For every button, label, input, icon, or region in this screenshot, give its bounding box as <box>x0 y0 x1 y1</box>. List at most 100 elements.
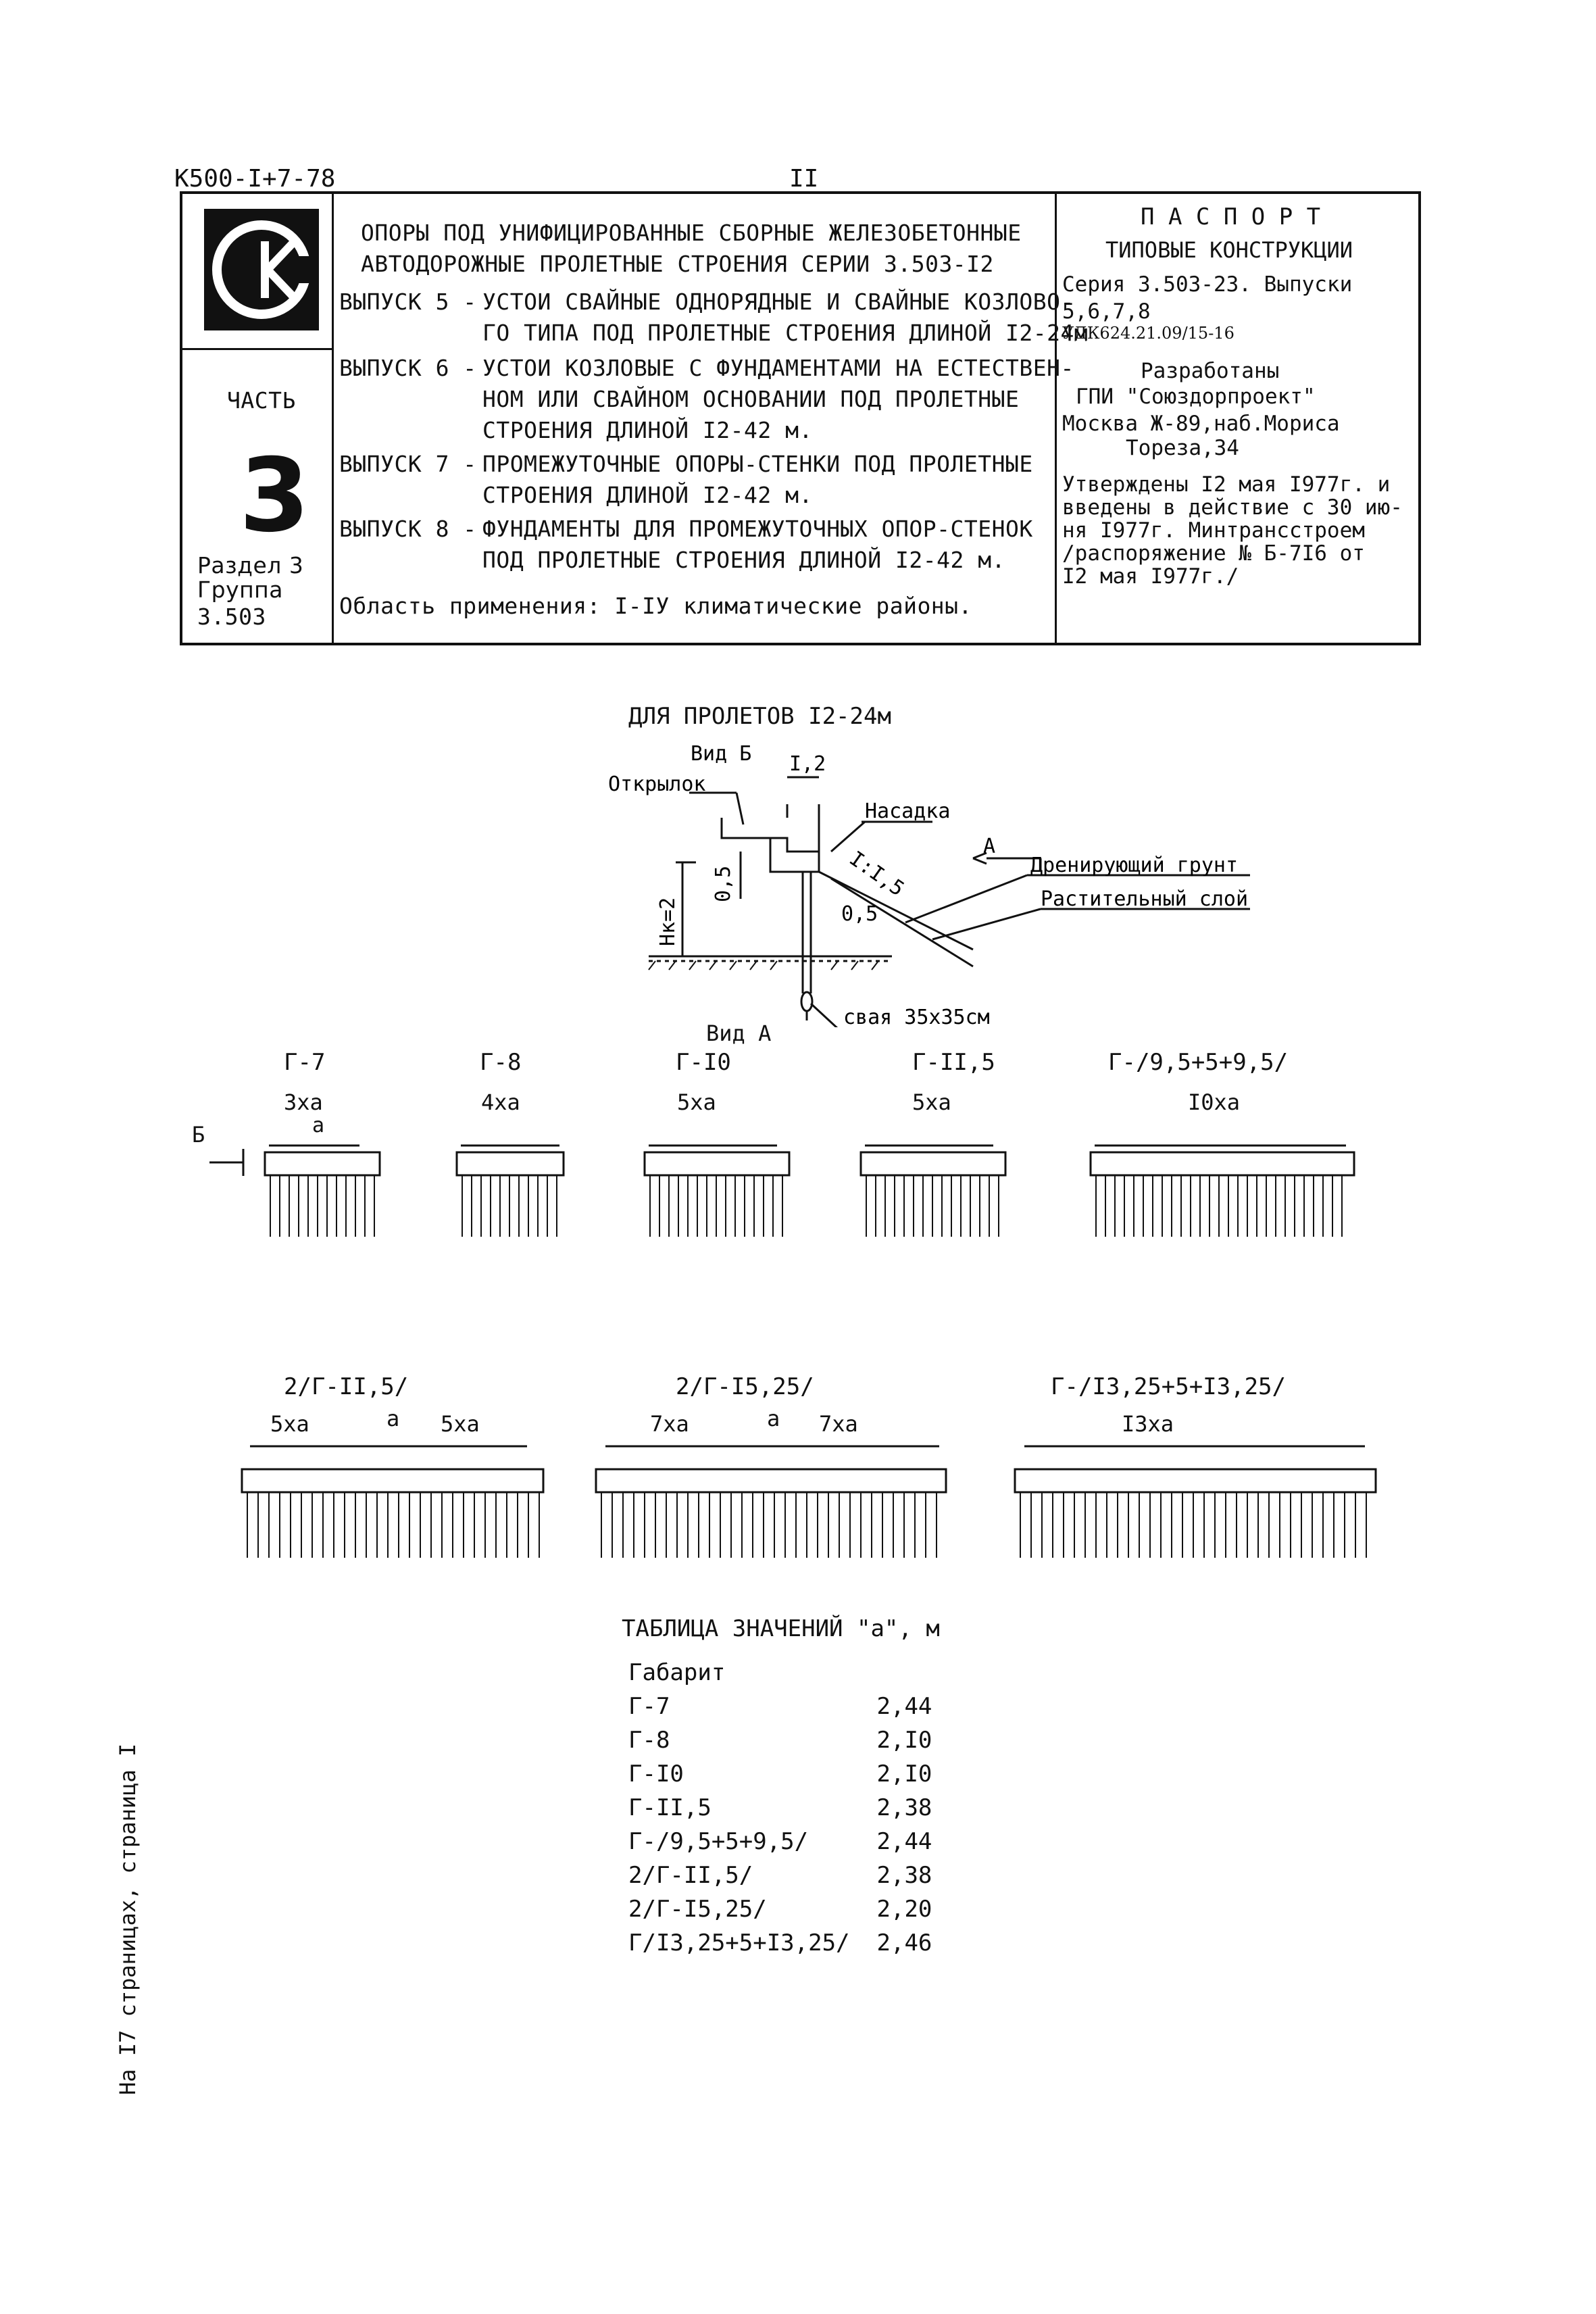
table-cell-gabarit: 2/Г-II,5/ <box>628 1862 753 1889</box>
gabarit-g7-sub: а <box>312 1114 325 1137</box>
sk-logo-icon <box>204 209 319 330</box>
issue-6-line-1: УСТОИ КОЗЛОВЫЕ С ФУНДАМЕНТАМИ НА ЕСТЕСТВ… <box>482 355 1074 381</box>
table-row: Г-8 2,I0 <box>628 1723 932 1757</box>
marker-b: Б <box>192 1122 205 1148</box>
issue-8-line-2: ПОД ПРОЛЕТНЫЕ СТРОЕНИЯ ДЛИНОЙ I2-42 м. <box>482 547 1005 573</box>
table-cell-value: 2,38 <box>876 1794 932 1821</box>
approved-line-2: введены в действие с 30 ию- <box>1062 495 1403 520</box>
group-label: Группа <box>197 576 283 603</box>
table-cell-value: 2,I0 <box>876 1727 932 1754</box>
gabarit-g7-dim: 3ха <box>284 1089 323 1115</box>
table-cell-gabarit: Г-7 <box>628 1693 670 1720</box>
row2-pile-drawings <box>241 1445 1377 1558</box>
span-heading: ДЛЯ ПРОЛЕТОВ I2-24м <box>628 703 891 730</box>
wing-label: Открылок <box>608 772 706 796</box>
table-cell-gabarit: Г/I3,25+5+I3,25/ <box>628 1929 850 1956</box>
title-line-1: ОПОРЫ ПОД УНИФИЦИРОВАННЫЕ СБОРНЫЕ ЖЕЛЕЗО… <box>361 220 1022 246</box>
dim-05-horizontal: 0,5 <box>841 902 878 926</box>
divider-left <box>332 194 334 643</box>
gabarit-2g15-25-left: 7ха <box>650 1411 689 1437</box>
gabarit-g9-5-dim: I0ха <box>1188 1089 1241 1115</box>
gabarit-2g11-5-name: 2/Г-II,5/ <box>284 1373 409 1400</box>
gabarit-g11-5-name: Г-II,5 <box>912 1049 995 1076</box>
table-cell-value: 2,44 <box>876 1693 932 1720</box>
part-label: ЧАСТЬ <box>227 387 296 414</box>
table-row: Г-I0 2,I0 <box>628 1757 932 1791</box>
address-line-2: Тореза,34 <box>1126 436 1239 460</box>
section-view-drawing: Вид Б I,2 Открылок Насадка I:I,5 А Дрени… <box>608 742 1250 1027</box>
table-cell-value: 2,38 <box>876 1862 932 1889</box>
side-page-note: На I7 страницах, страница I <box>115 1743 141 2095</box>
table-row: Г-/9,5+5+9,5/2,44 <box>628 1825 932 1858</box>
issue-6-line-2: НОМ ИЛИ СВАЙНОМ ОСНОВАНИИ ПОД ПРОЛЕТНЫЕ <box>482 386 1020 412</box>
hk-label: Нк=2 <box>656 897 680 946</box>
series-line-2: 5,6,7,8 <box>1062 299 1151 324</box>
cap-outline <box>720 818 820 873</box>
issue-7-line-2: СТРОЕНИЯ ДЛИНОЙ I2-42 м. <box>482 482 813 508</box>
gabarit-2g11-5-mid: а <box>386 1406 400 1431</box>
table-cell-value: 2,I0 <box>876 1761 932 1788</box>
gabarit-2g15-25-right: 7ха <box>819 1411 858 1437</box>
table-row: Г-7 2,44 <box>628 1690 932 1723</box>
divider-logo <box>182 348 332 350</box>
gabarit-2g11-5-left: 5ха <box>270 1411 309 1437</box>
gabarit-g10-name: Г-I0 <box>676 1049 731 1076</box>
table-row: 2/Г-II,5/2,38 <box>628 1858 932 1892</box>
drain-label: Дренирующий грунт <box>1030 854 1238 877</box>
issue-6-label: ВЫПУСК 6 - <box>339 355 477 381</box>
table-cell-gabarit: Г-/9,5+5+9,5/ <box>628 1828 809 1855</box>
issue-8-line-1: ФУНДАМЕНТЫ ДЛЯ ПРОМЕЖУТОЧНЫХ ОПОР-СТЕНОК <box>482 516 1033 542</box>
issue-7-line-1: ПРОМЕЖУТОЧНЫЕ ОПОРЫ-СТЕНКИ ПОД ПРОЛЕТНЫЕ <box>482 451 1033 477</box>
document-code: К500-I+7-78 <box>174 165 336 193</box>
table-row: Г/I3,25+5+I3,25/2,46 <box>628 1926 932 1960</box>
pile-label: свая 35х35см <box>843 1006 990 1027</box>
divider-right <box>1055 194 1057 643</box>
table-cell-gabarit: Г-8 <box>628 1727 670 1754</box>
cap-label: Насадка <box>865 799 950 823</box>
gabarit-g8-name: Г-8 <box>480 1049 522 1076</box>
passport-title: П А С П О Р Т <box>1141 203 1321 230</box>
part-number: 3 <box>239 437 310 555</box>
title-line-2: АВТОДОРОЖНЫЕ ПРОЛЕТНЫЕ СТРОЕНИЯ СЕРИИ 3.… <box>361 251 994 277</box>
section-label: Раздел 3 <box>197 552 304 578</box>
table-cell-gabarit: 2/Г-I5,25/ <box>628 1896 767 1923</box>
series-line-1: Серия 3.503-23. Выпуски <box>1062 272 1353 297</box>
table-title: ТАБЛИЦА ЗНАЧЕНИЙ "а", м <box>622 1615 940 1642</box>
gabarit-2g15-25-name: 2/Г-I5,25/ <box>676 1373 814 1400</box>
issue-7-label: ВЫПУСК 7 - <box>339 451 477 477</box>
developed-label: Разработаны <box>1141 359 1280 383</box>
table-cell-gabarit: Г-I0 <box>628 1761 684 1788</box>
table-cell-value: 2,20 <box>876 1896 932 1923</box>
passport-subtitle: ТИПОВЫЕ КОНСТРУКЦИИ <box>1105 237 1353 263</box>
view-b-label: Вид Б <box>691 742 751 766</box>
passport-frame: ЧАСТЬ 3 Раздел 3 Группа 3.503 ОПОРЫ ПОД … <box>180 191 1421 645</box>
table-column-header: Габарит <box>628 1659 726 1686</box>
page-number: II <box>789 165 819 193</box>
gabarit-g11-5-dim: 5ха <box>912 1089 951 1115</box>
issue-6-line-3: СТРОЕНИЯ ДЛИНОЙ I2-42 м. <box>482 417 813 443</box>
gabarit-g9-5-name: Г-/9,5+5+9,5/ <box>1108 1049 1289 1076</box>
udk-code: УДК624.21.09/15-16 <box>1062 324 1235 343</box>
gabarit-g7-name: Г-7 <box>284 1049 326 1076</box>
approved-line-5: I2 мая I977г./ <box>1062 564 1239 589</box>
approved-line-3: ня I977г. Минтрансстроем <box>1062 518 1365 543</box>
gabarit-2g11-5-right: 5ха <box>441 1411 480 1437</box>
dim-top: I,2 <box>789 752 826 776</box>
arrow-a-label: А <box>983 835 995 858</box>
issue-5-line-1: УСТОИ СВАЙНЫЕ ОДНОРЯДНЫЕ И СВАЙНЫЕ КОЗЛО… <box>482 289 1074 315</box>
address-line-1: Москва Ж-89,наб.Мориса <box>1062 412 1340 436</box>
issue-8-label: ВЫПУСК 8 - <box>339 516 477 542</box>
table-cell-value: 2,44 <box>876 1828 932 1855</box>
view-a-label: Вид А <box>706 1020 772 1046</box>
gabarit-g13-25-name: Г-/I3,25+5+I3,25/ <box>1051 1373 1286 1400</box>
approved-line-1: Утверждены I2 мая I977г. и <box>1062 472 1391 497</box>
soil-label: Растительный слой <box>1041 887 1248 911</box>
developer-name: ГПИ "Союздорпроект" <box>1076 385 1316 409</box>
table-cell-value: 2,46 <box>876 1929 932 1956</box>
issue-5-label: ВЫПУСК 5 - <box>339 289 477 315</box>
group-value: 3.503 <box>197 604 266 630</box>
row1-pile-drawings <box>209 1144 1355 1237</box>
gabarit-g13-25-dim: I3ха <box>1122 1411 1174 1437</box>
